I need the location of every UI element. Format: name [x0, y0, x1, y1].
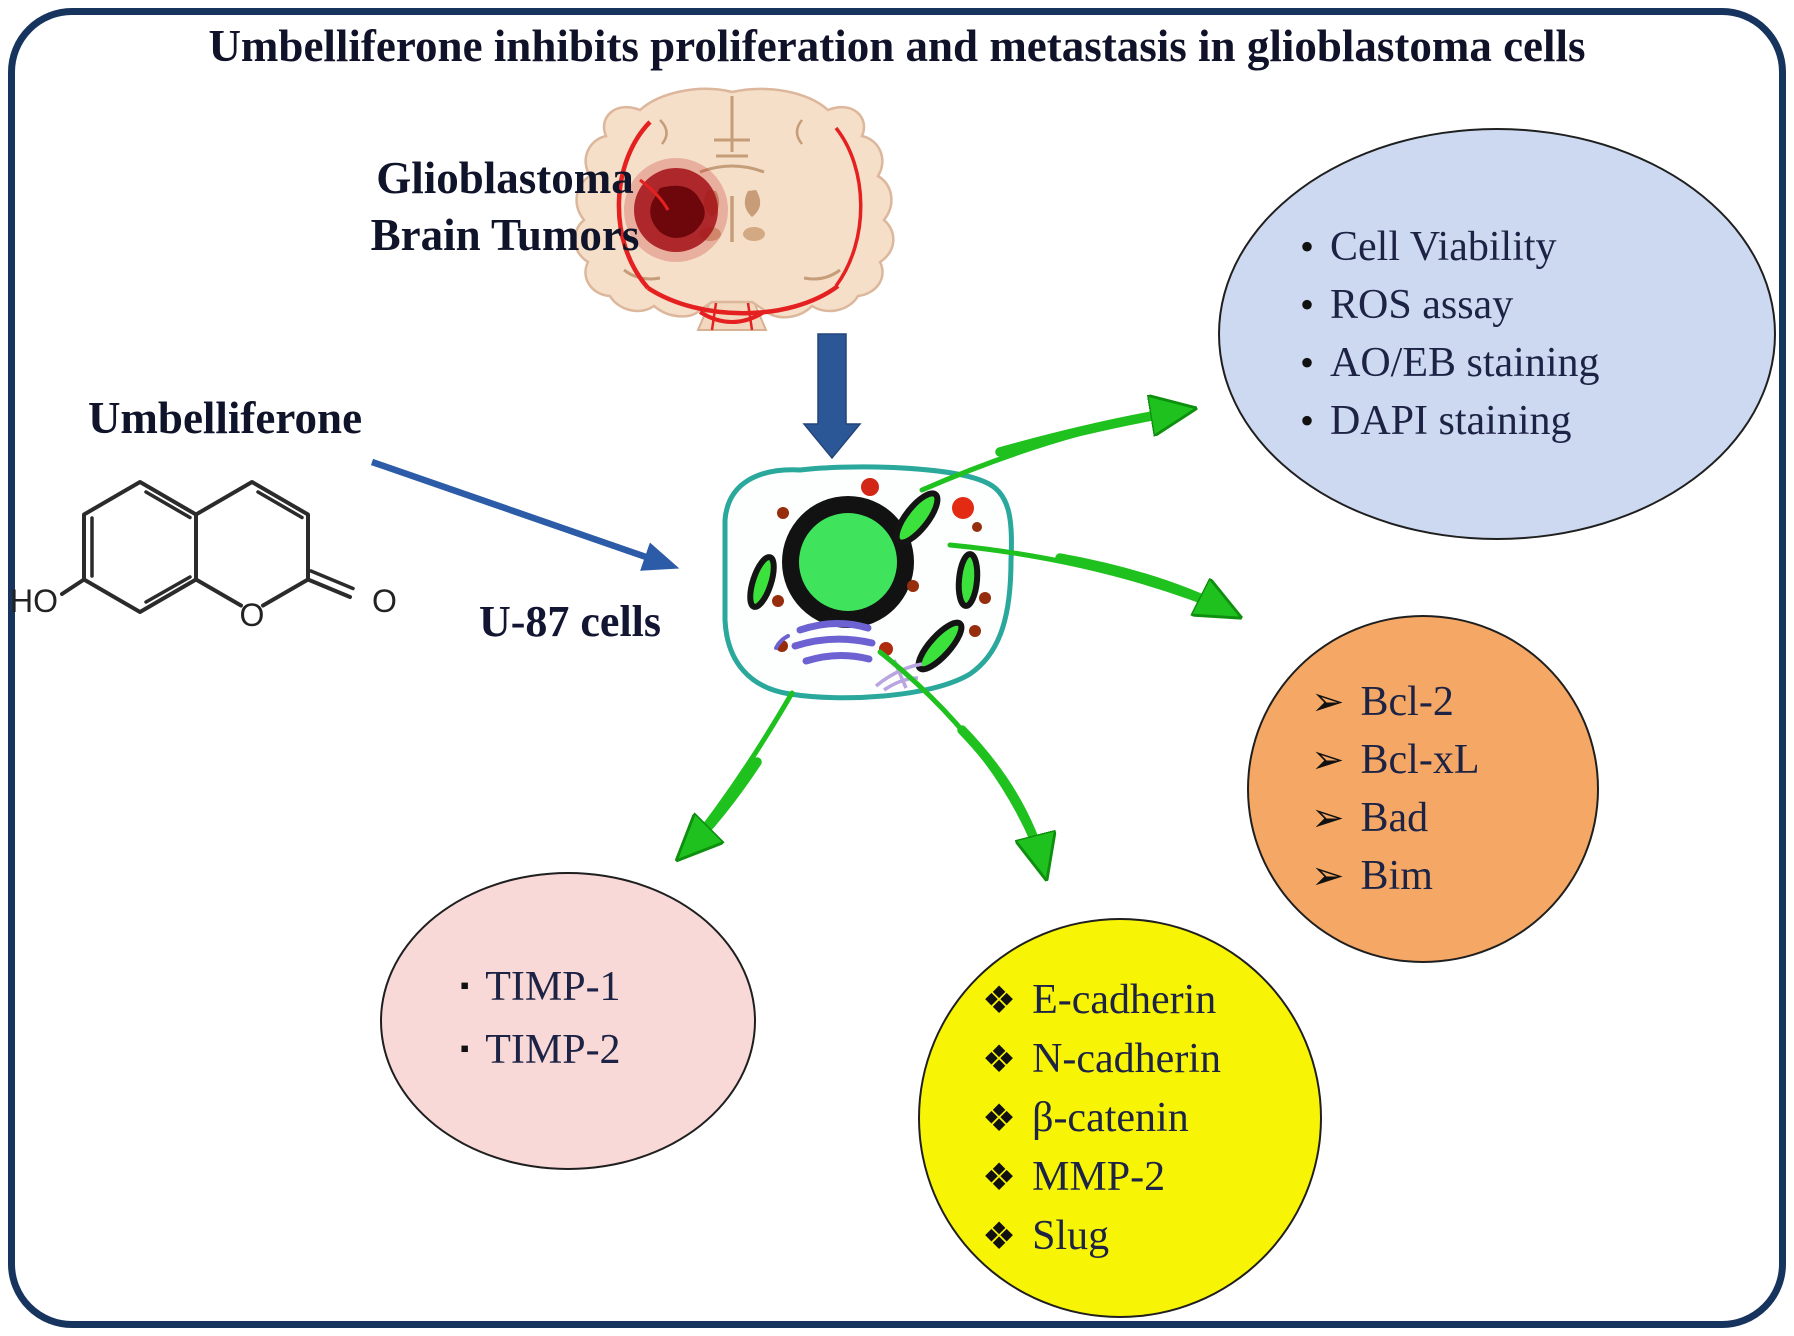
list-item: • AO/EB staining — [1300, 334, 1600, 392]
apoptosis-bubble: ➢ Bcl-2 ➢ Bcl-xL ➢ Bad ➢ Bim — [1247, 615, 1599, 963]
list-item: ❖ N-cadherin — [982, 1030, 1221, 1089]
cell-illustration — [722, 464, 1014, 701]
list-item: ▪ TIMP-2 — [460, 1021, 621, 1084]
bullet-icon: ➢ — [1311, 853, 1345, 898]
list-item: ➢ Bad — [1311, 789, 1479, 847]
bullet-icon: ➢ — [1311, 795, 1345, 840]
list-item-label: DAPI staining — [1330, 398, 1572, 444]
list-item-label: Bcl-xL — [1360, 737, 1480, 783]
atom-label-ho: HO — [10, 583, 58, 619]
assays-list: • Cell Viability • ROS assay • AO/EB staining… — [1300, 218, 1600, 450]
bullet-icon: ➢ — [1311, 737, 1345, 782]
list-item: ❖ Slug — [982, 1207, 1221, 1266]
list-item-label: N-cadherin — [1032, 1035, 1221, 1082]
timps-list: ▪ TIMP-1 ▪ TIMP-2 — [460, 958, 621, 1084]
u87-cells-label: U-87 cells — [478, 597, 662, 646]
list-item: ❖ E-cadherin — [982, 971, 1221, 1030]
blue-down-arrow — [802, 333, 862, 460]
emt-bubble: ❖ E-cadherin ❖ N-cadherin ❖ β-catenin ❖ MMP-2 ❖ S… — [918, 918, 1322, 1318]
list-item-label: Slug — [1032, 1212, 1110, 1259]
list-item-label: Bcl-2 — [1360, 679, 1454, 725]
bullet-icon: ❖ — [982, 979, 1017, 1022]
bullet-icon: ❖ — [982, 1038, 1017, 1081]
figure-title: Umbelliferone inhibits proliferation and… — [208, 21, 1586, 71]
timps-bubble: ▪ TIMP-1 ▪ TIMP-2 — [380, 872, 756, 1170]
list-item: • DAPI staining — [1300, 392, 1600, 450]
list-item: • Cell Viability — [1300, 218, 1600, 276]
atom-label-carbonyl-o: O — [372, 583, 397, 619]
mitochondria — [747, 490, 981, 673]
green-arrow-to-apoptosis — [947, 542, 1234, 614]
list-item: ➢ Bim — [1311, 847, 1479, 905]
umbelliferone-label: Umbelliferone — [87, 393, 363, 443]
list-item-label: ROS assay — [1330, 282, 1514, 328]
bullet-icon: ▪ — [460, 1034, 470, 1063]
bullet-icon: • — [1300, 398, 1315, 443]
green-arrow-to-assays — [919, 410, 1192, 493]
green-arrow-to-timps — [682, 690, 795, 855]
atom-label-ring-o: O — [240, 597, 265, 633]
list-item: ➢ Bcl-xL — [1311, 731, 1479, 789]
list-item: ❖ MMP-2 — [982, 1148, 1221, 1207]
emt-list: ❖ E-cadherin ❖ N-cadherin ❖ β-catenin ❖ MMP-2 ❖ S… — [982, 971, 1221, 1266]
list-item-label: β-catenin — [1032, 1094, 1189, 1141]
bullet-icon: • — [1300, 224, 1315, 269]
list-item-label: Bim — [1360, 853, 1433, 899]
apoptosis-list: ➢ Bcl-2 ➢ Bcl-xL ➢ Bad ➢ Bim — [1311, 673, 1479, 905]
list-item: ❖ β-catenin — [982, 1089, 1221, 1148]
glioblastoma-label-line1: Glioblastoma — [376, 153, 634, 203]
list-item-label: E-cadherin — [1032, 976, 1217, 1023]
list-item-label: AO/EB staining — [1330, 340, 1600, 386]
green-arrow-to-emt — [877, 649, 1045, 872]
bullet-icon: ❖ — [982, 1097, 1017, 1140]
glioblastoma-label: Glioblastoma Brain Tumors — [310, 150, 700, 264]
blue-right-arrow — [370, 458, 680, 571]
assays-bubble: • Cell Viability • ROS assay • AO/EB staining… — [1218, 128, 1776, 540]
bullet-icon: ❖ — [982, 1156, 1017, 1199]
golgi-apparatus — [774, 619, 876, 665]
list-item-label: TIMP-2 — [485, 1027, 621, 1073]
list-item: ➢ Bcl-2 — [1311, 673, 1479, 731]
list-item-label: Cell Viability — [1330, 224, 1557, 270]
list-item: ▪ TIMP-1 — [460, 958, 621, 1021]
list-item: • ROS assay — [1300, 276, 1600, 334]
brain-illustration — [573, 87, 895, 331]
tumor-core — [650, 185, 705, 238]
glioblastoma-label-line2: Brain Tumors — [370, 210, 640, 260]
bullet-icon: ▪ — [460, 971, 470, 1000]
umbelliferone-structure: HO O O — [10, 480, 397, 633]
list-item-label: Bad — [1360, 795, 1429, 841]
vesicle-dots — [772, 478, 991, 656]
bullet-icon: • — [1300, 282, 1315, 327]
bullet-icon: • — [1300, 340, 1315, 385]
list-item-label: TIMP-1 — [485, 964, 621, 1010]
list-item-label: MMP-2 — [1032, 1153, 1166, 1200]
bullet-icon: ❖ — [982, 1215, 1017, 1258]
bullet-icon: ➢ — [1311, 679, 1345, 724]
